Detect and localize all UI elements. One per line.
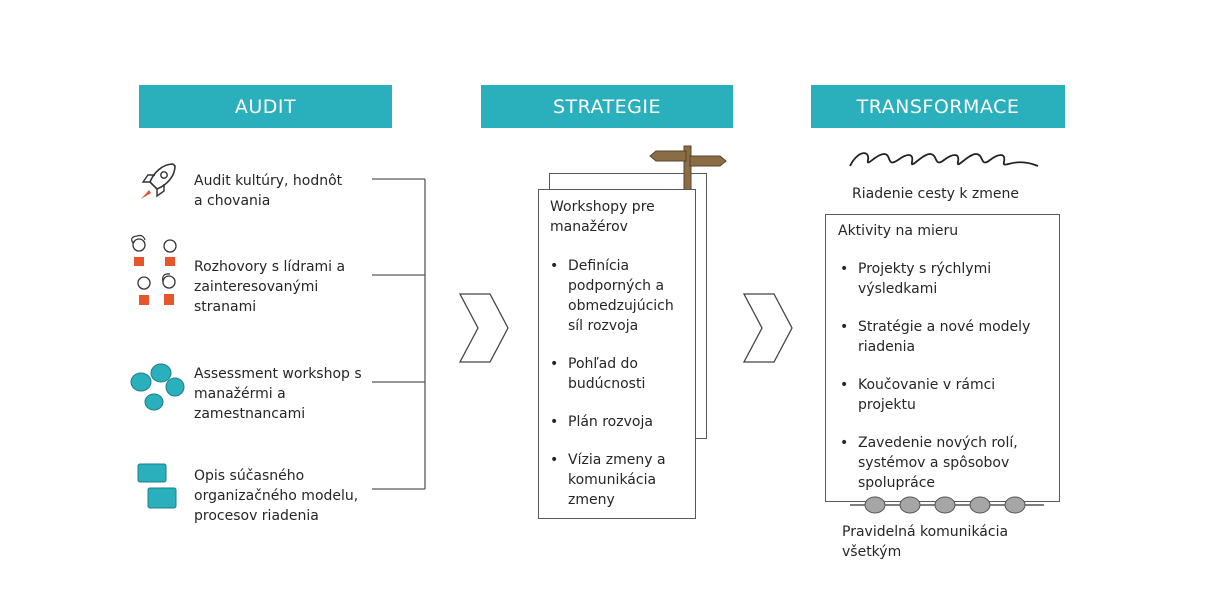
list-item: Stratégie a nové modely riadenia (840, 317, 1052, 357)
audit-header-label: AUDIT (234, 95, 297, 118)
beads-label: Pravidelná komunikácia všetkým (842, 524, 1009, 560)
transformace-card-title: Aktivity na mieru (838, 223, 959, 239)
strategie-card-title: Workshopy pre manažérov (550, 199, 655, 235)
list-item: Koučovanie v rámci projektu (840, 375, 1052, 415)
list-item: Vízia zmeny a komunikácia zmeny (550, 450, 690, 510)
transformace-header-label: TRANSFORMACE (856, 95, 1020, 118)
list-item: Pohľad do budúcnosti (550, 354, 690, 394)
bubbles-icon (130, 363, 185, 411)
strategie-bullet-list: Definícia podporných a obmedzujúcich síl… (550, 256, 690, 528)
transformace-bullet-list: Projekty s rýchlymi výsledkami Stratégie… (840, 259, 1052, 511)
beads-icon (850, 496, 1044, 514)
transformace-header: TRANSFORMACE (811, 85, 1065, 128)
list-item: Plán rozvoja (550, 412, 690, 432)
list-item: Zavedenie nových rolí, systémov a spôsob… (840, 433, 1052, 493)
spiral-label: Riadenie cesty k zmene (852, 186, 1019, 202)
list-item: Definícia podporných a obmedzujúcich síl… (550, 256, 690, 336)
audit-item-2: Rozhovory s lídrami a zainteresovanými s… (194, 259, 346, 315)
spiral-icon (849, 152, 1039, 167)
audit-item-3: Assessment workshop s manažérmi a zamest… (194, 366, 362, 422)
audit-item-4: Opis súčasného organizačného modelu, pro… (194, 468, 359, 524)
list-item: Projekty s rýchlymi výsledkami (840, 259, 1052, 299)
boxes-icon (137, 463, 177, 509)
chevron-arrow-1 (458, 293, 509, 363)
people-icon (131, 234, 177, 305)
transformace-card: Aktivity na mieru Projekty s rýchlymi vý… (825, 214, 1060, 502)
audit-header: AUDIT (139, 85, 392, 128)
chevron-arrow-2 (742, 293, 793, 363)
strategie-card: Workshopy pre manažérov Definícia podpor… (538, 189, 696, 519)
audit-item-1: Audit kultúry, hodnôt a chovania (194, 173, 343, 209)
strategie-header-label: STRATEGIE (552, 95, 662, 118)
rocket-icon (141, 163, 176, 199)
strategie-header: STRATEGIE (481, 85, 733, 128)
